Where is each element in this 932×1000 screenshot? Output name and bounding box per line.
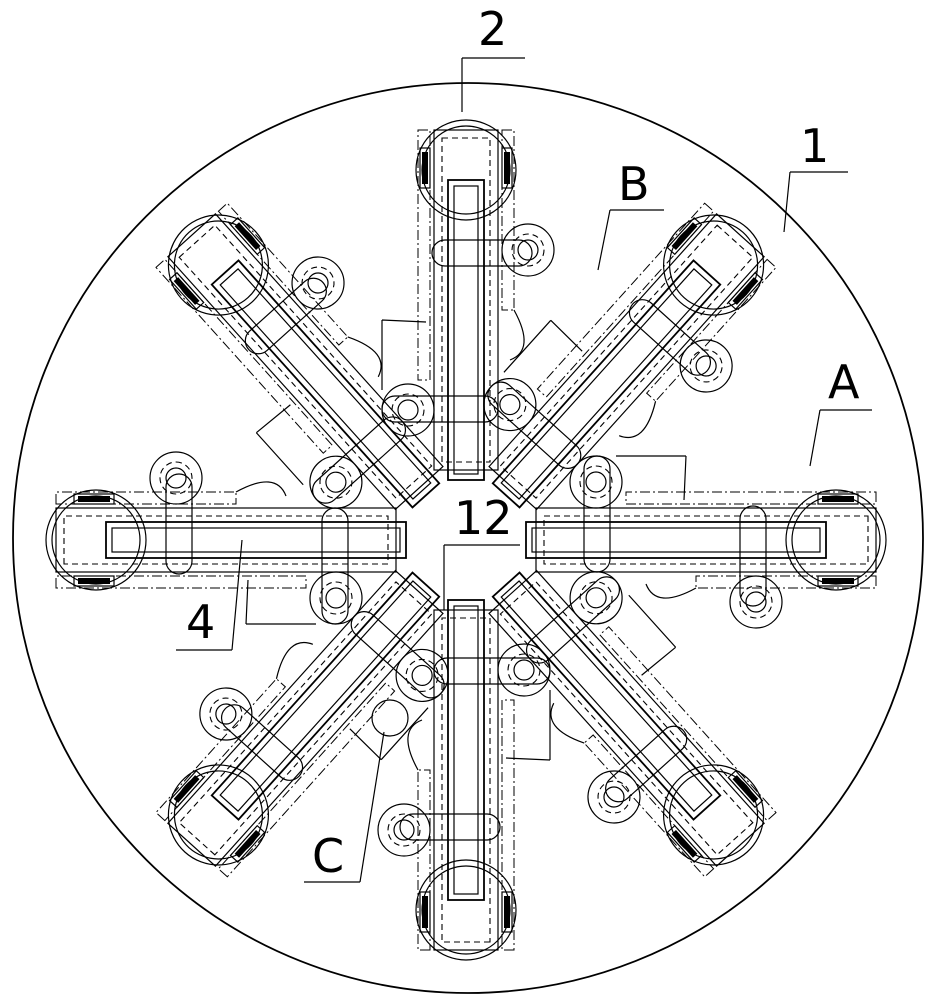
leader-line-4 xyxy=(231,539,243,651)
leader-line-1 xyxy=(783,171,791,233)
label-detail-a: A xyxy=(828,355,860,409)
label-base-plate: 1 xyxy=(800,119,829,173)
label-detail-b: B xyxy=(618,157,650,211)
leader-line-b xyxy=(597,209,611,271)
leader-line-c xyxy=(359,731,385,883)
leader-line-a xyxy=(809,409,821,467)
arm-unit-top xyxy=(381,119,555,481)
label-center-arm: 12 xyxy=(454,491,513,545)
detail-c-circle xyxy=(371,699,409,737)
arm-unit-right xyxy=(525,455,887,629)
label-arm-left: 4 xyxy=(186,595,215,649)
arm-unit-top-left xyxy=(121,168,493,553)
arm-unit-bottom-right xyxy=(439,527,811,912)
arm-unit-bottom-left xyxy=(118,524,490,910)
label-arm-top: 2 xyxy=(478,2,507,56)
arm-unit-left xyxy=(45,451,407,625)
arm-unit-bottom xyxy=(377,599,551,961)
base-plate-outline xyxy=(12,82,924,994)
label-detail-c: C xyxy=(312,829,344,883)
